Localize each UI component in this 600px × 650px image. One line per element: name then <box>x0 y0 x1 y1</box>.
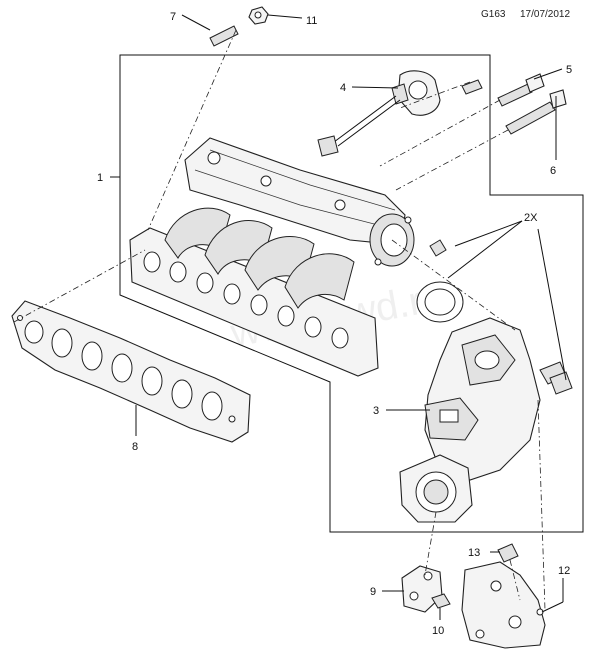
callout-3: 3 <box>373 405 379 417</box>
callout-7: 7 <box>170 11 176 23</box>
alignment-lines <box>13 29 546 611</box>
long-bolt-5 <box>497 73 545 107</box>
nut <box>248 6 269 25</box>
throttle-body <box>399 317 567 523</box>
stud <box>209 25 239 47</box>
bracket-nut <box>431 593 451 609</box>
diagram-date: 17/07/2012 <box>520 9 571 20</box>
callout-11: 11 <box>306 15 317 27</box>
assembly-frame <box>119 54 584 533</box>
diagram-code: G163 <box>481 9 506 20</box>
callout-5: 5 <box>566 64 572 76</box>
leader-lines <box>110 14 567 620</box>
long-bolt-6 <box>505 89 567 135</box>
callout-8: 8 <box>132 441 138 453</box>
callout-1: 1 <box>97 172 103 184</box>
throttle-body-screw <box>429 239 573 395</box>
callout-9: 9 <box>370 586 376 598</box>
bracket-bolt <box>497 543 519 563</box>
callout-13: 13 <box>468 547 480 559</box>
callout-12: 12 <box>558 565 570 577</box>
callout-4: 4 <box>340 82 346 94</box>
o-ring-seal <box>416 281 464 323</box>
manifold-flap-actuator <box>317 70 483 157</box>
callout-6: 6 <box>550 165 556 177</box>
callout-2x: 2X <box>524 212 538 224</box>
engine-mount-bracket <box>461 561 546 649</box>
intake-gasket <box>11 300 251 443</box>
callout-10: 10 <box>432 625 444 637</box>
intake-manifold <box>129 137 415 377</box>
